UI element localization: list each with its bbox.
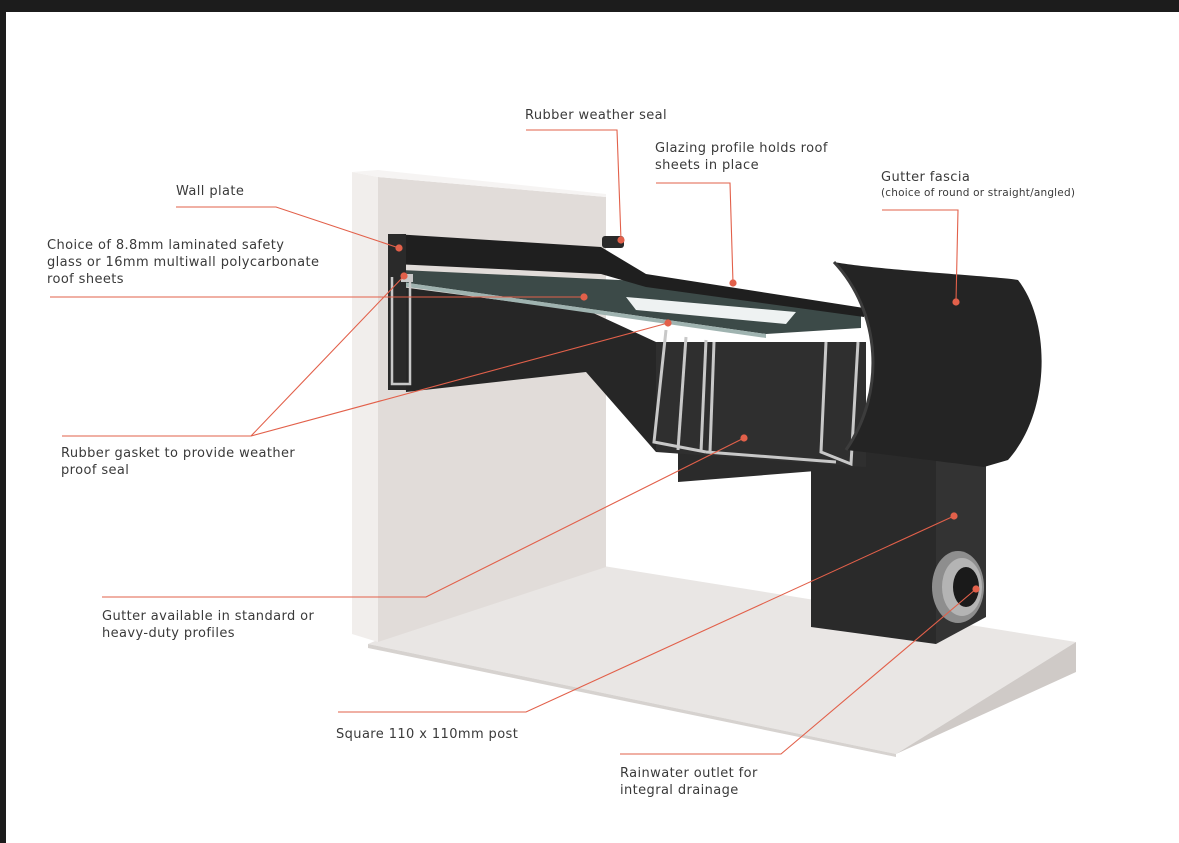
label-gutter-fascia: Gutter fascia (choice of round or straig… <box>881 169 1075 200</box>
label-text: Rainwater outlet for <box>620 766 758 781</box>
label-text: Glazing profile holds roof <box>655 141 828 156</box>
label-wall-plate: Wall plate <box>176 183 244 200</box>
dot-gutter-fascia <box>952 298 960 306</box>
dot-gutter-profiles <box>740 434 748 442</box>
dot-roof-sheets <box>580 293 588 301</box>
gutter-body <box>401 287 866 482</box>
dot-glazing-profile <box>729 279 737 287</box>
label-text: Square 110 x 110mm post <box>336 727 519 742</box>
label-roof-sheets: Choice of 8.8mm laminated safety glass o… <box>47 237 319 288</box>
label-text: Rubber weather seal <box>525 108 668 123</box>
label-text: proof seal <box>61 463 130 478</box>
label-glazing-profile: Glazing profile holds roof sheets in pla… <box>655 140 828 174</box>
dot-rainwater-outlet <box>972 585 980 593</box>
label-text: Gutter available in standard or <box>102 609 315 624</box>
label-rubber-weather-seal: Rubber weather seal <box>525 107 667 124</box>
dot-gasket-gutter <box>664 319 672 327</box>
wall-plate-profile <box>388 234 413 390</box>
dot-wall-plate <box>395 244 403 252</box>
label-gutter-profiles: Gutter available in standard or heavy-du… <box>102 608 314 642</box>
label-text: roof sheets <box>47 272 124 287</box>
label-text: integral drainage <box>620 783 739 798</box>
diagram-frame: Rubber weather seal Glazing profile hold… <box>6 12 1179 843</box>
gutter-fascia <box>832 260 1042 467</box>
label-rubber-gasket: Rubber gasket to provide weather proof s… <box>61 445 295 479</box>
leader-lines <box>50 129 977 755</box>
label-text: Gutter fascia <box>881 170 971 185</box>
label-square-post: Square 110 x 110mm post <box>336 726 518 743</box>
label-text: Choice of 8.8mm laminated safety <box>47 238 285 253</box>
square-post <box>811 432 986 644</box>
dot-rubber-weather-seal <box>617 236 625 244</box>
label-text: heavy-duty profiles <box>102 626 235 641</box>
label-text: Wall plate <box>176 184 245 199</box>
label-subtext: (choice of round or straight/angled) <box>881 187 1076 199</box>
dot-square-post <box>950 512 958 520</box>
glazing-panel <box>401 270 861 338</box>
gutter-aluminium-profile <box>652 329 860 467</box>
dot-gasket-wall <box>400 272 408 280</box>
roof-system-diagram <box>50 129 1076 757</box>
label-text: glass or 16mm multiwall polycarbonate <box>47 255 320 270</box>
label-text: Rubber gasket to provide weather <box>61 446 296 461</box>
label-rainwater-outlet: Rainwater outlet for integral drainage <box>620 765 758 799</box>
base-slab <box>368 560 1076 757</box>
label-text: sheets in place <box>655 158 759 173</box>
callout-dots <box>395 236 980 593</box>
